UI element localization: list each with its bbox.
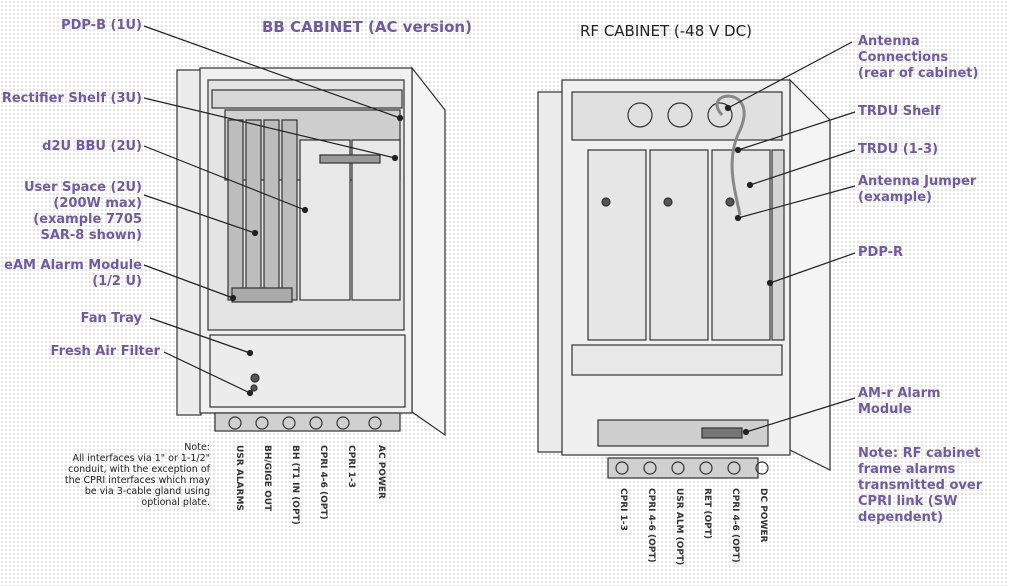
bb-note: Note: All interfaces via 1" or 1-1/2" co… <box>64 442 210 508</box>
label-user-space: User Space (2U) (200W max) (example 7705… <box>23 180 142 243</box>
label-pdp-b: PDP-B (1U) <box>61 18 142 33</box>
label-fresh-air-filter: Fresh Air Filter <box>50 344 160 359</box>
rf-port-ret: RET (OPT) <box>702 488 712 539</box>
label-trdu-shelf: TRDU Shelf <box>858 104 941 119</box>
rf-port-usr-alm: USR ALM (OPT) <box>674 488 684 566</box>
rf-port-cpri-4-6-b: CPRI 4-6 (OPT) <box>730 488 740 563</box>
bb-port-cpri-1-3: CPRI 1-3 <box>346 445 356 488</box>
label-pdp-r: PDP-R <box>858 245 904 260</box>
rf-port-cpri-4-6: CPRI 4-6 (OPT) <box>646 488 656 563</box>
bb-cabinet-title: BB CABINET (AC version) <box>262 18 472 36</box>
label-antenna-jumper: Antenna Jumper (example) <box>858 174 977 205</box>
bb-port-bh-gige-out: BH/GIGE OUT <box>262 445 272 512</box>
bb-cabinet-drawing <box>176 66 446 437</box>
rf-port-dc-power: DC POWER <box>758 488 768 543</box>
rf-cabinet-drawing <box>537 78 831 479</box>
bb-port-bh-t1-in: BH (T1 IN (OPT) <box>290 445 300 525</box>
label-trdu: TRDU (1-3) <box>858 142 939 157</box>
label-eam-alarm-module: eAM Alarm Module (1/2 U) <box>4 258 142 289</box>
bb-port-cpri-4-6: CPRI 4-6 (OPT) <box>318 445 328 520</box>
label-fan-tray: Fan Tray <box>80 311 142 326</box>
bb-port-usr-alarms: USR ALARMS <box>234 445 244 511</box>
rf-cabinet-title: RF CABINET (-48 V DC) <box>580 22 752 40</box>
bb-port-ac-power: AC POWER <box>376 445 386 499</box>
label-am-r-alarm-module: AM-r Alarm Module <box>858 386 941 417</box>
label-rectifier-shelf: Rectifier Shelf (3U) <box>1 91 142 106</box>
rf-port-cpri-1-3: CPRI 1-3 <box>618 488 628 531</box>
rf-note: Note: RF cabinet frame alarms transmitte… <box>858 446 983 525</box>
label-antenna-connections: Antenna Connections (rear of cabinet) <box>858 34 979 81</box>
label-d2u-bbu: d2U BBU (2U) <box>42 139 142 154</box>
